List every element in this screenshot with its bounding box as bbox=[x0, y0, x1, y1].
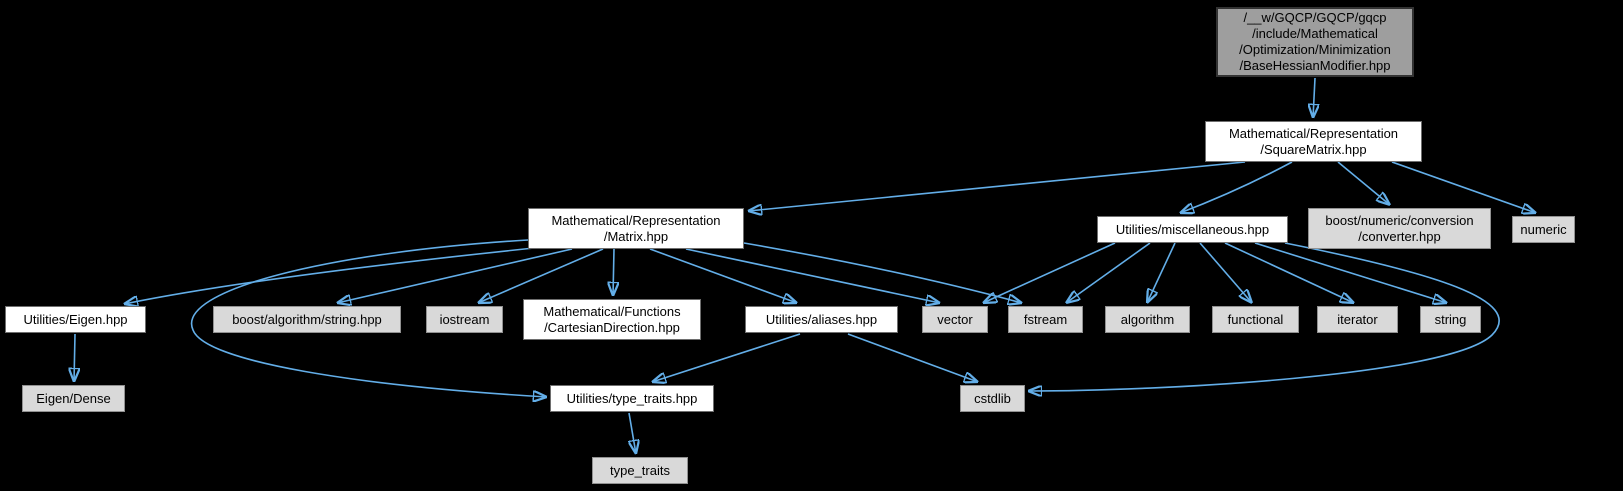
edge-squarematrix-numeric bbox=[1391, 161, 1536, 213]
edge-misc-functional bbox=[1199, 242, 1252, 303]
node-boost-string: boost/algorithm/string.hpp bbox=[213, 306, 401, 333]
edge-matrix-fstream bbox=[743, 242, 1022, 303]
edge-misc-cstdlib bbox=[1028, 242, 1500, 391]
edge-matrix-booststring bbox=[337, 248, 573, 303]
edge-squarematrix-converter bbox=[1337, 161, 1390, 205]
edge-matrix-aliases bbox=[649, 248, 797, 303]
node-matrix[interactable]: Mathematical/Representation /Matrix.hpp bbox=[528, 208, 744, 249]
edge-eigenhpp-eigendense bbox=[74, 333, 75, 382]
edge-matrix-iostream bbox=[478, 248, 604, 303]
edge-typetraitshpp-typetraits bbox=[629, 412, 636, 454]
node-type-traits: type_traits bbox=[592, 457, 688, 484]
edge-squarematrix-matrix bbox=[748, 161, 1246, 211]
node-converter: boost/numeric/conversion /converter.hpp bbox=[1308, 208, 1491, 249]
node-squarematrix[interactable]: Mathematical/Representation /SquareMatri… bbox=[1205, 121, 1422, 162]
edge-misc-algorithm bbox=[1147, 242, 1176, 303]
node-iostream: iostream bbox=[426, 306, 503, 333]
edge-matrix-vector bbox=[685, 248, 940, 303]
edge-matrix-cartesian bbox=[613, 248, 614, 296]
edge-main-squarematrix bbox=[1313, 77, 1315, 118]
node-basehessianmodifier: /__w/GQCP/GQCP/gqcp /include/Mathematica… bbox=[1216, 7, 1414, 77]
node-algorithm: algorithm bbox=[1105, 306, 1190, 333]
node-fstream: fstream bbox=[1008, 306, 1083, 333]
node-iterator: iterator bbox=[1317, 306, 1398, 333]
node-eigen-dense: Eigen/Dense bbox=[22, 385, 125, 412]
node-eigen-hpp[interactable]: Utilities/Eigen.hpp bbox=[5, 306, 146, 333]
node-numeric: numeric bbox=[1512, 216, 1575, 243]
node-aliases[interactable]: Utilities/aliases.hpp bbox=[745, 306, 898, 333]
node-vector: vector bbox=[922, 306, 988, 333]
node-type-traits-hpp[interactable]: Utilities/type_traits.hpp bbox=[550, 385, 714, 412]
node-cartesiandirection[interactable]: Mathematical/Functions /CartesianDirecti… bbox=[523, 299, 701, 340]
edge-misc-iterator bbox=[1224, 242, 1354, 303]
edge-misc-vector bbox=[983, 242, 1116, 303]
node-cstdlib: cstdlib bbox=[960, 385, 1025, 412]
edge-misc-string bbox=[1254, 242, 1447, 303]
node-string: string bbox=[1420, 306, 1481, 333]
node-miscellaneous[interactable]: Utilities/miscellaneous.hpp bbox=[1097, 216, 1288, 243]
edge-aliases-typetraitshpp bbox=[652, 333, 801, 382]
edge-misc-fstream bbox=[1066, 242, 1151, 303]
edge-matrix-eigenhpp bbox=[124, 247, 535, 304]
edge-aliases-cstdlib bbox=[847, 333, 978, 382]
edge-squarematrix-miscellaneous bbox=[1180, 161, 1293, 213]
node-functional: functional bbox=[1212, 306, 1299, 333]
edge-matrix-typetraitshpp bbox=[190, 239, 547, 397]
